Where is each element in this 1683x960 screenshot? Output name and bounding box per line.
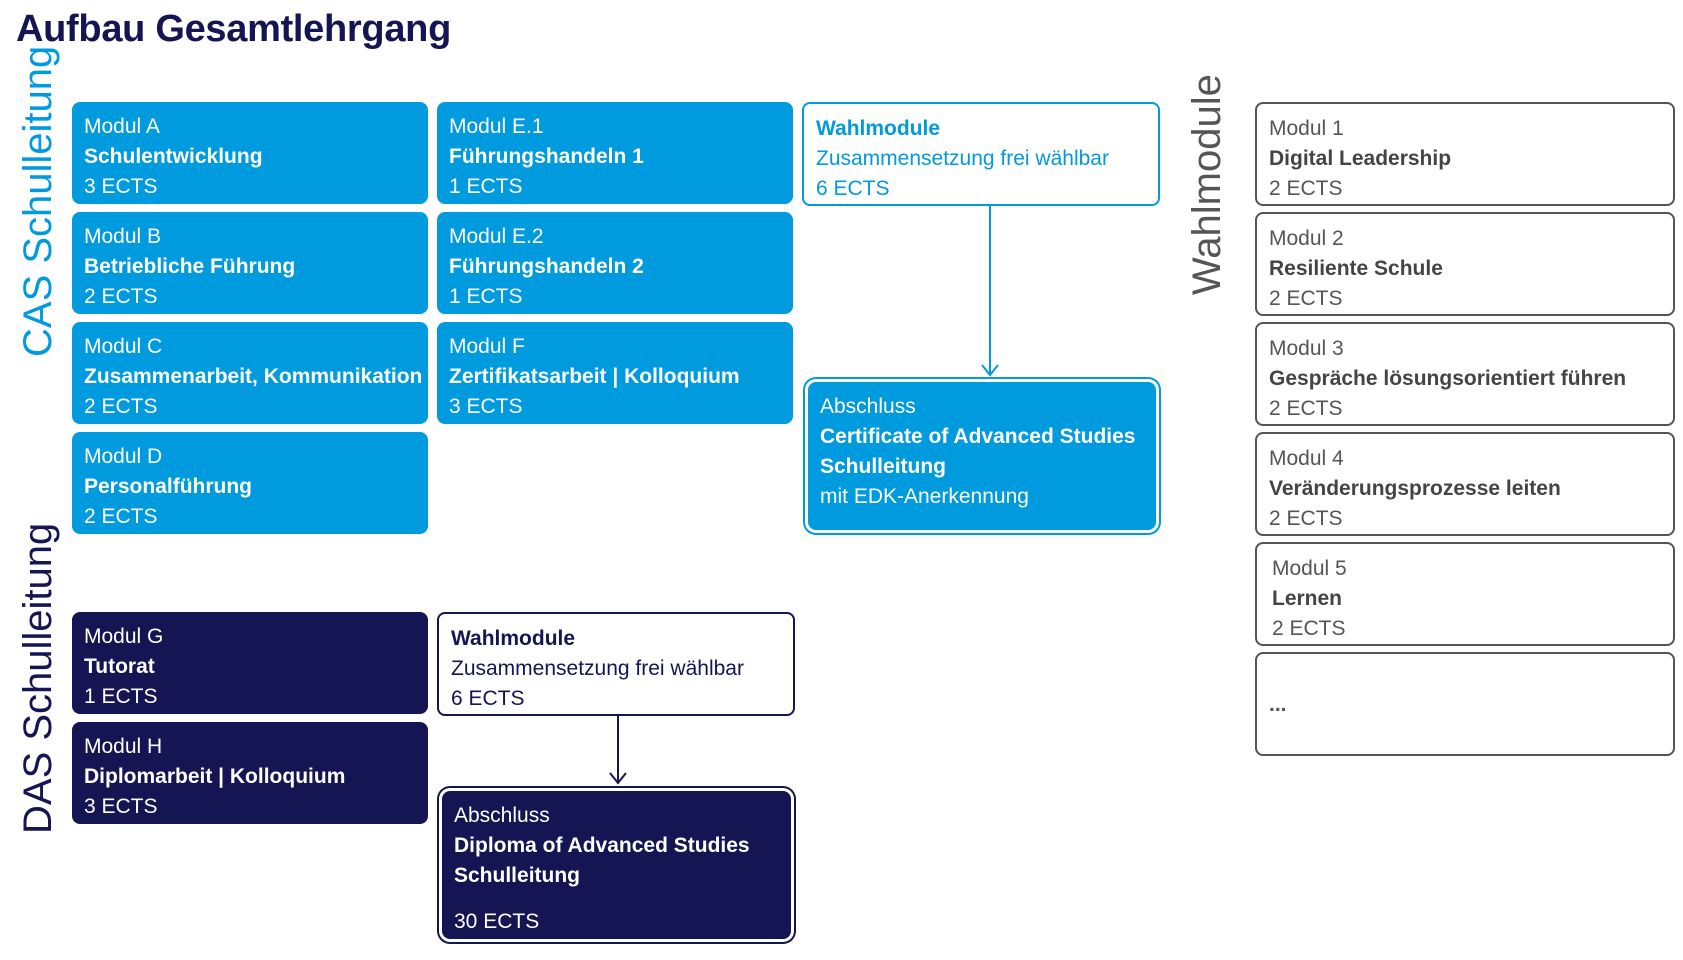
modul-label: Modul 1 [1269, 117, 1344, 140]
wahlmodule-desc: Zusammensetzung frei wählbar [816, 147, 1109, 170]
modul-label: Modul G [84, 625, 164, 648]
wahlmodule-label: Wahlmodule [451, 627, 576, 650]
modul-name: Betriebliche Führung [84, 255, 296, 278]
cas-modul-e2: Modul E.2 Führungshandeln 2 1 ECTS [437, 212, 793, 314]
modul-name: Zusammenarbeit, Kommunikation [84, 365, 423, 388]
modul-name: Personalführung [84, 475, 253, 498]
abschluss-ects: 30 ECTS [454, 910, 540, 933]
wahlmodule-desc: Zusammensetzung frei wählbar [451, 657, 744, 680]
modul-ects: 2 ECTS [1269, 177, 1343, 200]
modul-label: Modul 5 [1272, 557, 1347, 580]
cas-modul-b: Modul B Betriebliche Führung 2 ECTS [72, 212, 428, 314]
das-modul-h: Modul H Diplomarbeit | Kolloquium 3 ECTS [72, 722, 428, 824]
modul-ects: 1 ECTS [84, 685, 158, 708]
modul-name: Diplomarbeit | Kolloquium [84, 765, 346, 788]
wahlmodule-label: Wahlmodule [816, 117, 941, 140]
modul-label: Modul C [84, 335, 163, 358]
das-abschluss: Abschluss Diploma of Advanced Studies Sc… [442, 791, 791, 939]
modul-name: Lernen [1272, 587, 1343, 610]
modul-name: Führungshandeln 2 [449, 255, 644, 278]
das-modul-g: Modul G Tutorat 1 ECTS [72, 612, 428, 714]
modul-ects: 2 ECTS [84, 505, 158, 528]
modul-label: Modul 4 [1269, 447, 1344, 470]
abschluss-name-2: Schulleitung [820, 455, 946, 478]
modul-ects: 1 ECTS [449, 175, 523, 198]
wahl-more: ... [1255, 652, 1675, 756]
cas-modul-e1: Modul E.1 Führungshandeln 1 1 ECTS [437, 102, 793, 204]
modul-ects: 2 ECTS [1269, 397, 1343, 420]
modul-label: Modul E.1 [449, 115, 544, 138]
modul-ects: 3 ECTS [84, 175, 158, 198]
wahl-modul-3: Modul 3 Gespräche lösungsorientiert führ… [1255, 322, 1675, 426]
wahl-modul-5: Modul 5 Lernen 2 ECTS [1255, 542, 1675, 646]
modul-name: Veränderungsprozesse leiten [1269, 477, 1561, 500]
cas-modul-d: Modul D Personalführung 2 ECTS [72, 432, 428, 534]
modul-name: Resiliente Schule [1269, 257, 1443, 280]
modul-name: Gespräche lösungsorientiert führen [1269, 367, 1627, 390]
modul-label: Modul D [84, 445, 163, 468]
cas-abschluss: Abschluss Certificate of Advanced Studie… [808, 382, 1156, 530]
abschluss-note: mit EDK-Anerkennung [820, 485, 1029, 508]
modul-name: Führungshandeln 1 [449, 145, 644, 168]
abschluss-label: Abschluss [454, 804, 550, 827]
modul-ects: 1 ECTS [449, 285, 523, 308]
modul-name: Digital Leadership [1269, 147, 1452, 170]
abschluss-label: Abschluss [820, 395, 916, 418]
modul-name: Schulentwicklung [84, 145, 263, 168]
modul-ects: 3 ECTS [84, 795, 158, 818]
cas-arrow [981, 206, 999, 377]
modul-ects: 3 ECTS [449, 395, 523, 418]
cas-modul-f: Modul F Zertifikatsarbeit | Kolloquium 3… [437, 322, 793, 424]
das-wahlmodule: Wahlmodule Zusammensetzung frei wählbar … [437, 612, 795, 716]
modul-ects: 2 ECTS [1272, 617, 1346, 640]
modul-ects: 2 ECTS [84, 285, 158, 308]
modul-name: Zertifikatsarbeit | Kolloquium [449, 365, 740, 388]
das-arrow [609, 716, 627, 785]
modul-label: Modul F [449, 335, 525, 358]
cas-modul-a: Modul A Schulentwicklung 3 ECTS [72, 102, 428, 204]
modul-label: Modul B [84, 225, 162, 248]
abschluss-name-2: Schulleitung [454, 864, 580, 887]
modul-ects: 2 ECTS [1269, 287, 1343, 310]
more-ellipsis: ... [1269, 693, 1287, 716]
cas-modul-c: Modul C Zusammenarbeit, Kommunikation 2 … [72, 322, 428, 424]
wahl-modul-1: Modul 1 Digital Leadership 2 ECTS [1255, 102, 1675, 206]
modul-ects: 2 ECTS [84, 395, 158, 418]
modul-name: Tutorat [84, 655, 155, 678]
page-title: Aufbau Gesamtlehrgang [16, 8, 451, 50]
wahl-modul-4: Modul 4 Veränderungsprozesse leiten 2 EC… [1255, 432, 1675, 536]
modul-label: Modul 2 [1269, 227, 1344, 250]
abschluss-name: Diploma of Advanced Studies [454, 834, 750, 857]
modul-label: Modul H [84, 735, 163, 758]
wahlmodule-ects: 6 ECTS [816, 177, 890, 200]
wahl-modul-2: Modul 2 Resiliente Schule 2 ECTS [1255, 212, 1675, 316]
cas-wahlmodule: Wahlmodule Zusammensetzung frei wählbar … [802, 102, 1160, 206]
modul-label: Modul 3 [1269, 337, 1344, 360]
modul-label: Modul E.2 [449, 225, 544, 248]
abschluss-name: Certificate of Advanced Studies [820, 425, 1136, 448]
modul-ects: 2 ECTS [1269, 507, 1343, 530]
modul-label: Modul A [84, 115, 160, 138]
wahlmodule-ects: 6 ECTS [451, 687, 525, 710]
